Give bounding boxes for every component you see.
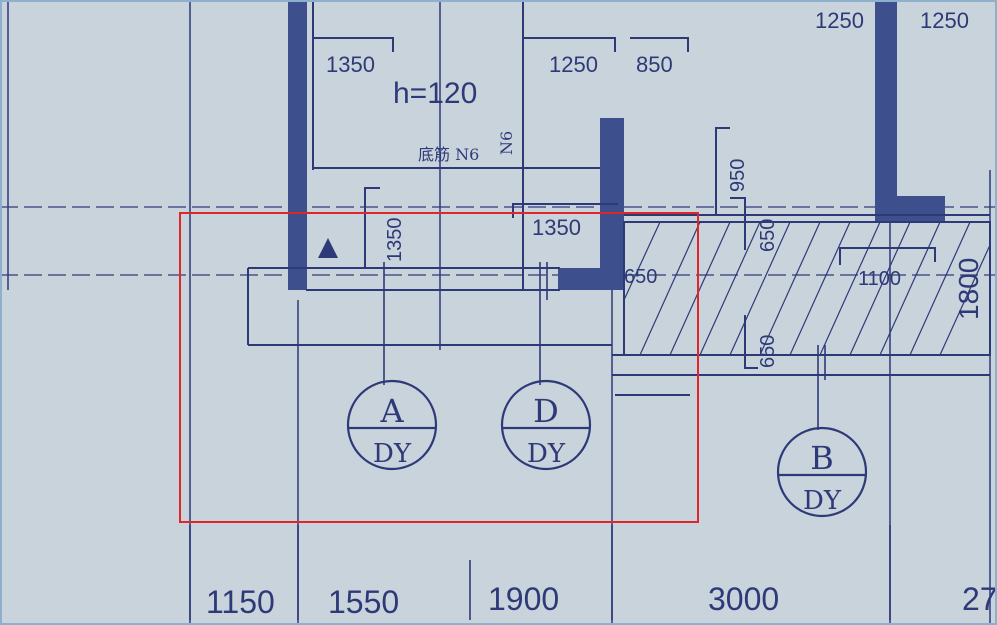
dim-top-5: 1250 [920, 8, 969, 33]
highlight-box [179, 212, 699, 523]
dim-mid-650-b: 650 [757, 219, 779, 252]
wall-right-base [875, 196, 945, 222]
marker-b-bottom: DY [803, 486, 842, 516]
wall-right [875, 0, 897, 222]
marker-d-circle [500, 379, 592, 471]
bottom-dimensions: 1150 1550 1900 3000 27 [206, 581, 997, 620]
dim-top-3: 850 [636, 52, 673, 77]
dim-mid-650: 650 [624, 266, 657, 288]
dim-bottom-1550: 1550 [328, 584, 399, 620]
dim-top-1: 1350 [326, 52, 375, 77]
top-dimensions: 1350 1250 850 1250 1250 [326, 8, 969, 77]
floor-note-vertical: N6 [497, 131, 516, 155]
level-triangle-icon [318, 238, 338, 258]
hatch-lines [623, 221, 991, 356]
detail-marker-b: B DY [776, 426, 868, 518]
dim-mid-1800: 1800 [953, 258, 984, 320]
marker-b-circle [776, 426, 868, 518]
dimension-brackets [313, 37, 936, 369]
dim-top-2: 1250 [549, 52, 598, 77]
detail-marker-d: D DY [500, 379, 592, 471]
mid-dimensions: 1350 1350 650 950 650 1100 1800 650 [384, 159, 984, 368]
marker-a-bottom: DY [373, 439, 412, 469]
marker-d-top: D [533, 392, 559, 430]
detail-marker-a: A DY [346, 379, 438, 471]
dim-bottom-3000: 3000 [708, 581, 779, 617]
hatched-slab [623, 221, 991, 356]
marker-b-top: B [810, 439, 834, 477]
dim-mid-vertical-1350: 1350 [384, 218, 406, 263]
hatch-border [623, 221, 991, 356]
dim-bottom-27: 27 [962, 581, 997, 617]
walls [288, 0, 945, 290]
marker-a-circle [346, 379, 438, 471]
dim-mid-950: 950 [727, 159, 749, 192]
slab-thickness-label: h=120 [393, 77, 477, 110]
dim-mid-1100: 1100 [858, 268, 901, 290]
axis-lines [0, 206, 997, 276]
marker-d-bottom: DY [527, 439, 566, 469]
wall-middle-base [558, 268, 624, 290]
dim-mid-1350: 1350 [532, 215, 581, 240]
dim-mid-650-c: 650 [757, 335, 779, 368]
floor-note-label: 底筋 N6 [418, 145, 479, 164]
dim-bottom-1150: 1150 [206, 584, 275, 620]
leader-lines [383, 262, 826, 430]
bottom-dimension-ticks [189, 525, 891, 620]
dim-bottom-1900: 1900 [488, 581, 559, 617]
marker-a-top: A [379, 392, 404, 430]
wall-left [288, 0, 307, 290]
dim-top-4: 1250 [815, 8, 864, 33]
